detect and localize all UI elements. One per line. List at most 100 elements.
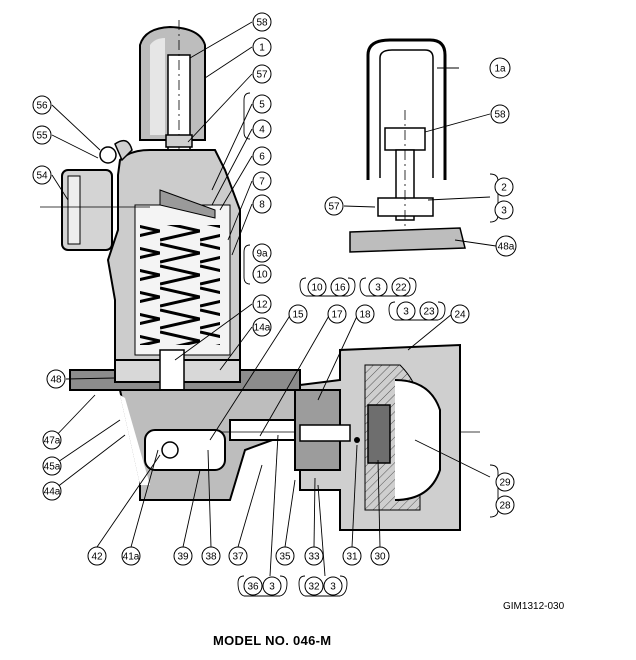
- callout-4: 4: [252, 119, 272, 139]
- callout-35: 35: [275, 546, 295, 566]
- svg-text:45a: 45a: [44, 462, 61, 473]
- callout-10-left: 10: [252, 264, 272, 284]
- svg-text:37: 37: [232, 552, 244, 563]
- svg-text:1a: 1a: [494, 64, 506, 75]
- callout-10-mid: 10: [307, 277, 327, 297]
- callout-18: 18: [355, 304, 375, 324]
- svg-text:3: 3: [330, 582, 336, 593]
- callout-6: 6: [252, 146, 272, 166]
- svg-text:30: 30: [374, 552, 386, 563]
- callout-55: 55: [32, 125, 52, 145]
- callout-17: 17: [327, 304, 347, 324]
- svg-text:48: 48: [50, 375, 62, 386]
- callout-39: 39: [173, 546, 193, 566]
- drawing-code: GIM1312-030: [503, 601, 565, 612]
- svg-text:29: 29: [499, 478, 511, 489]
- svg-text:18: 18: [359, 310, 371, 321]
- svg-text:58: 58: [256, 18, 268, 29]
- svg-text:55: 55: [36, 131, 48, 142]
- svg-text:28: 28: [499, 501, 511, 512]
- svg-text:33: 33: [308, 552, 320, 563]
- svg-text:39: 39: [177, 552, 189, 563]
- svg-text:42: 42: [91, 552, 103, 563]
- callout-28: 28: [495, 495, 515, 515]
- callout-24: 24: [450, 304, 470, 324]
- callout-23: 23: [419, 301, 439, 321]
- callout-7: 7: [252, 171, 272, 191]
- callout-37: 37: [228, 546, 248, 566]
- svg-text:16: 16: [334, 283, 346, 294]
- svg-text:6: 6: [259, 152, 265, 163]
- svg-text:7: 7: [259, 177, 265, 188]
- svg-text:24: 24: [454, 310, 466, 321]
- callout-2: 2: [494, 177, 514, 197]
- callout-33: 33: [304, 546, 324, 566]
- svg-text:17: 17: [331, 310, 343, 321]
- callout-8: 8: [252, 194, 272, 214]
- svg-text:10: 10: [311, 283, 323, 294]
- model-title: MODEL NO. 046-M: [213, 633, 332, 648]
- svg-text:47a: 47a: [44, 436, 61, 447]
- svg-text:15: 15: [292, 310, 304, 321]
- callout-32: 32: [304, 576, 324, 596]
- callout-29: 29: [495, 472, 515, 492]
- svg-text:1: 1: [259, 43, 265, 54]
- svg-text:3: 3: [375, 283, 381, 294]
- callout-labels: 58 1 57 5 4 56 55 54 6 7 8 9a 10 12 14a …: [32, 12, 517, 596]
- callout-36: 36: [243, 576, 263, 596]
- svg-text:8: 8: [259, 200, 265, 211]
- svg-text:14a: 14a: [254, 323, 271, 334]
- svg-text:32: 32: [308, 582, 320, 593]
- leader-lines: [51, 21, 497, 577]
- callout-3-mid: 3: [396, 301, 416, 321]
- callout-14a: 14a: [252, 317, 272, 337]
- svg-text:57: 57: [328, 202, 340, 213]
- cap-detail-inset: [349, 38, 466, 253]
- callout-12: 12: [252, 294, 272, 314]
- svg-text:3: 3: [403, 307, 409, 318]
- callout-30: 30: [370, 546, 390, 566]
- svg-text:54: 54: [36, 171, 48, 182]
- svg-text:38: 38: [205, 552, 217, 563]
- callout-41a: 41a: [121, 546, 141, 566]
- callout-22: 22: [391, 277, 411, 297]
- svg-text:31: 31: [346, 552, 358, 563]
- callout-16: 16: [330, 277, 350, 297]
- svg-text:10: 10: [256, 270, 268, 281]
- svg-text:48a: 48a: [498, 242, 515, 253]
- callout-54: 54: [32, 165, 52, 185]
- callout-3-top: 3: [368, 277, 388, 297]
- svg-text:44a: 44a: [44, 487, 61, 498]
- callout-44a: 44a: [42, 481, 62, 501]
- svg-text:22: 22: [395, 283, 407, 294]
- callout-38: 38: [201, 546, 221, 566]
- svg-text:3: 3: [269, 582, 275, 593]
- callout-45a: 45a: [42, 456, 62, 476]
- svg-text:9a: 9a: [256, 249, 268, 260]
- svg-text:4: 4: [259, 125, 265, 136]
- svg-text:35: 35: [279, 552, 291, 563]
- svg-text:5: 5: [259, 100, 265, 111]
- callout-1a: 1a: [489, 57, 511, 79]
- callout-42: 42: [87, 546, 107, 566]
- callout-58-top: 58: [252, 12, 272, 32]
- callout-48a: 48a: [495, 235, 517, 257]
- regulator-body: [40, 20, 480, 531]
- callout-31: 31: [342, 546, 362, 566]
- callout-9a: 9a: [252, 243, 272, 263]
- svg-text:58: 58: [494, 110, 506, 121]
- svg-text:41a: 41a: [123, 552, 140, 563]
- callout-47a: 47a: [42, 430, 62, 450]
- svg-text:36: 36: [247, 582, 259, 593]
- svg-text:2: 2: [501, 183, 507, 194]
- callout-57-top: 57: [252, 64, 272, 84]
- callout-3-bottom-left: 3: [262, 576, 282, 596]
- svg-text:23: 23: [423, 307, 435, 318]
- callout-56: 56: [32, 95, 52, 115]
- callout-3-inset: 3: [494, 200, 514, 220]
- callout-brackets: [237, 92, 499, 597]
- callout-5: 5: [252, 94, 272, 114]
- callout-57-inset: 57: [324, 196, 344, 216]
- svg-text:3: 3: [501, 206, 507, 217]
